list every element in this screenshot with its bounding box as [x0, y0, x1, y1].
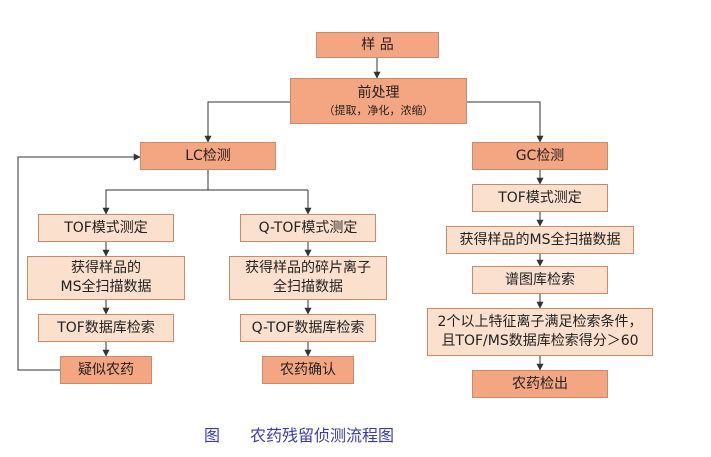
- node-detected-label: 农药检出: [512, 375, 568, 392]
- node-qtof-mode-label: Q-TOF模式测定: [258, 219, 358, 236]
- node-gc: GC检测: [472, 142, 608, 170]
- node-pretreatment: 前处理 （提取，净化，浓缩）: [290, 78, 467, 124]
- caption-label: 图: [204, 426, 221, 445]
- node-qtof-db-label: Q-TOF数据库检索: [251, 319, 365, 336]
- arrow-lc-to-tof: [102, 170, 209, 215]
- node-lc-ms-scan: 获得样品的 MS全扫描数据: [27, 256, 185, 300]
- node-pesticide-confirm: 农药确认: [262, 356, 354, 384]
- arrow-pretreat-to-gc: [467, 101, 544, 143]
- figure-caption: 图 农药残留侦测流程图: [204, 422, 394, 446]
- node-qtof-db: Q-TOF数据库检索: [240, 314, 376, 342]
- arrow-pretreat-to-lc: [204, 101, 290, 143]
- node-fragment-scan: 获得样品的碎片离子 全扫描数据: [229, 256, 387, 300]
- caption-title: 农药残留侦测流程图: [250, 426, 395, 445]
- node-confirm-label: 农药确认: [280, 361, 336, 378]
- node-gc-criteria: 2个以上特征离子满足检索条件， 且TOF/MS数据库检索得分＞60: [427, 308, 653, 356]
- node-pesticide-detected: 农药检出: [472, 370, 608, 398]
- node-gc-ms-scan: 获得样品的MS全扫描数据: [446, 226, 634, 254]
- node-spectral-library-label: 谱图库检索: [505, 271, 575, 288]
- node-suspect-label: 疑似农药: [78, 361, 134, 378]
- node-gc-ms-scan-label: 获得样品的MS全扫描数据: [459, 231, 621, 248]
- node-lc-tof-db: TOF数据库检索: [38, 314, 174, 342]
- lc-ms-scan-line2: MS全扫描数据: [60, 279, 152, 295]
- fragment-scan-line2: 全扫描数据: [273, 279, 343, 295]
- loop-suspect-to-lc: [17, 153, 141, 371]
- node-sample-label: 样 品: [361, 36, 394, 53]
- pretreat-subtitle: （提取，净化，浓缩）: [323, 104, 434, 117]
- pretreat-title: 前处理: [357, 85, 400, 101]
- node-gc-tof-mode: TOF模式测定: [472, 184, 608, 212]
- node-sample: 样 品: [316, 32, 439, 58]
- node-lc-tof-mode: TOF模式测定: [38, 214, 174, 242]
- lc-ms-scan-line1: 获得样品的: [71, 260, 141, 276]
- node-gc-tof-mode-label: TOF模式测定: [498, 189, 582, 206]
- node-lc-tof-db-label: TOF数据库检索: [57, 319, 155, 336]
- node-qtof-mode: Q-TOF模式测定: [240, 214, 376, 242]
- node-spectral-library: 谱图库检索: [472, 266, 608, 294]
- gc-criteria-line2: 且TOF/MS数据库检索得分＞60: [441, 333, 639, 349]
- node-suspect-pesticide: 疑似农药: [60, 356, 152, 384]
- node-lc-label: LC检测: [185, 147, 231, 164]
- fragment-scan-line1: 获得样品的碎片离子: [245, 260, 371, 276]
- node-lc-tof-mode-label: TOF模式测定: [64, 219, 148, 236]
- node-gc-label: GC检测: [515, 147, 565, 164]
- gc-criteria-line1: 2个以上特征离子满足检索条件，: [437, 314, 643, 330]
- node-lc: LC检测: [140, 142, 276, 170]
